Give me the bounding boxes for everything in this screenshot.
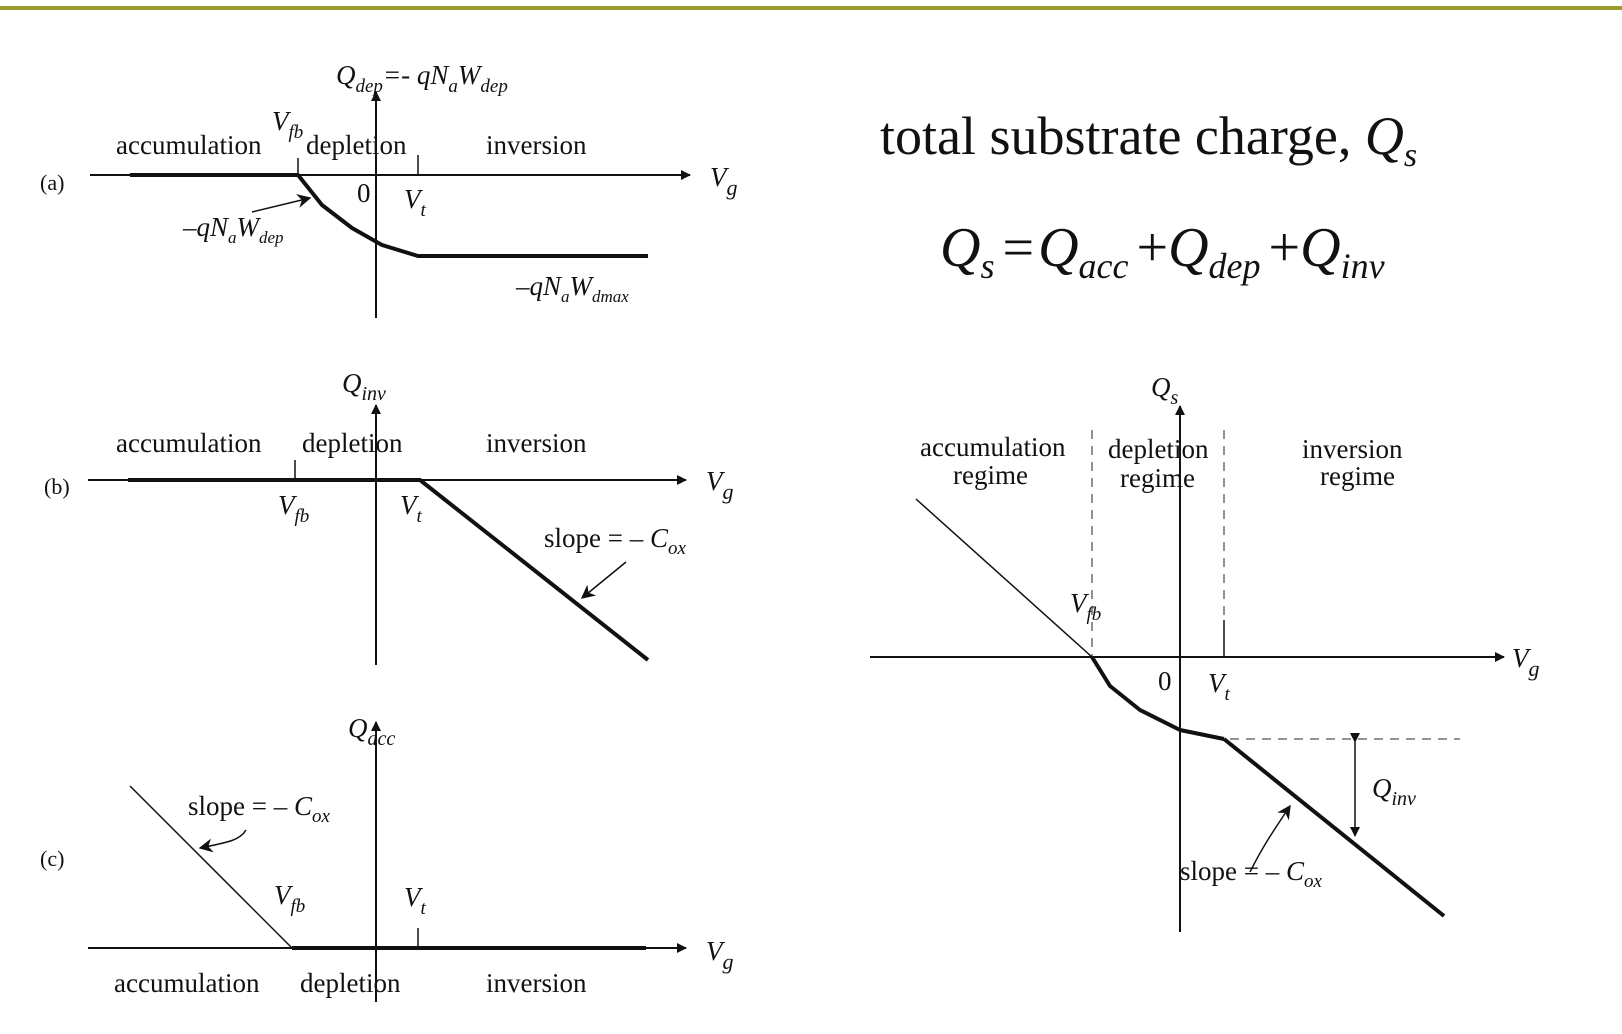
panel-c-tag: (c) — [40, 846, 64, 871]
panel-qs-vt-label: Vt — [1208, 668, 1231, 705]
slide-title: total substrate charge, Qs — [880, 106, 1417, 174]
panel-a: (a) Qdep=- qNaWdep accumulation Vfb depl… — [40, 60, 738, 318]
panel-qs-vg-label: Vg — [1512, 643, 1540, 681]
panel-a-vg-label: Vg — [710, 162, 738, 200]
panel-c-inversion-label: inversion — [486, 968, 587, 998]
panel-a-inversion-label: inversion — [486, 130, 587, 160]
panel-qs-vfb-label: Vfb — [1070, 588, 1101, 625]
panel-qs-inversion-label: inversion — [1302, 434, 1403, 464]
panel-qs-accumulation-label: accumulation — [920, 432, 1066, 462]
panel-qs-depletion-regime: regime — [1120, 463, 1195, 493]
panel-qs-inversion-line — [1222, 737, 1446, 918]
panel-qs-depletion-curve — [1090, 655, 1225, 741]
panel-b-depletion-label: depletion — [302, 428, 403, 458]
panel-c-accumulation-label: accumulation — [114, 968, 260, 998]
panel-qs-slope-arrow — [1249, 804, 1291, 873]
panel-a-depletion-label: depletion — [306, 130, 407, 160]
panel-qs-slope-label: slope = – Cox — [1180, 856, 1323, 892]
panel-a-annotation-arrow — [251, 194, 312, 213]
panel-b-vfb-label: Vfb — [278, 490, 309, 527]
panel-qs-accumulation-regime: regime — [953, 460, 1028, 490]
panel-a-tag: (a) — [40, 170, 64, 195]
charge-equation: Qs=Qacc+Qdep+Qinv — [940, 217, 1385, 286]
panel-a-qnawdep-annotation: –qNaWdep — [182, 212, 284, 247]
panel-b-vg-label: Vg — [706, 466, 734, 504]
panel-c-vg-label: Vg — [706, 936, 734, 974]
panel-a-vfb-label: Vfb — [272, 106, 303, 143]
panel-qs-accumulation-line — [915, 498, 1093, 658]
panel-b-inversion-label: inversion — [486, 428, 587, 458]
panel-b-slope-label: slope = – Cox — [544, 523, 687, 559]
panel-qs-qinv-label: Qinv — [1372, 773, 1416, 810]
panel-a-vt-label: Vt — [404, 184, 427, 221]
panel-qs: Qs accumulation regime depletion regime … — [870, 372, 1540, 932]
panel-c-vfb-label: Vfb — [274, 880, 305, 917]
panel-c-depletion-label: depletion — [300, 968, 401, 998]
panel-c-y-label: Qacc — [348, 713, 395, 750]
top-accent-bar — [0, 6, 1622, 10]
panel-a-accumulation-label: accumulation — [116, 130, 262, 160]
panel-a-zero-label: 0 — [357, 178, 371, 208]
panel-qs-depletion-label: depletion — [1108, 434, 1209, 464]
panel-c: (c) Qacc slope = – Cox Vfb Vt Vg accumul… — [40, 713, 734, 1002]
panel-b-slope-arrow — [580, 561, 627, 599]
panel-c-slope-arrow — [198, 829, 247, 853]
panel-c-slope-label: slope = – Cox — [188, 791, 331, 827]
panel-qs-inversion-regime: regime — [1320, 461, 1395, 491]
panel-b-y-label: Qinv — [342, 368, 386, 405]
panel-qs-zero-label: 0 — [1158, 666, 1172, 696]
panel-b-qinv-curve — [128, 478, 650, 662]
panel-a-y-label: Qdep=- qNaWdep — [336, 60, 508, 97]
panel-a-qdep-curve — [130, 173, 648, 258]
panel-b: (b) Qinv accumulation depletion inversio… — [44, 368, 734, 665]
panel-b-vt-label: Vt — [400, 490, 423, 527]
panel-b-accumulation-label: accumulation — [116, 428, 262, 458]
panel-qs-y-label: Qs — [1151, 372, 1179, 409]
panel-c-vt-label: Vt — [404, 882, 427, 919]
panel-b-tag: (b) — [44, 474, 70, 499]
panel-c-qacc-slope — [129, 785, 293, 949]
panel-a-qnawdmax-annotation: –qNaWdmax — [515, 271, 629, 306]
